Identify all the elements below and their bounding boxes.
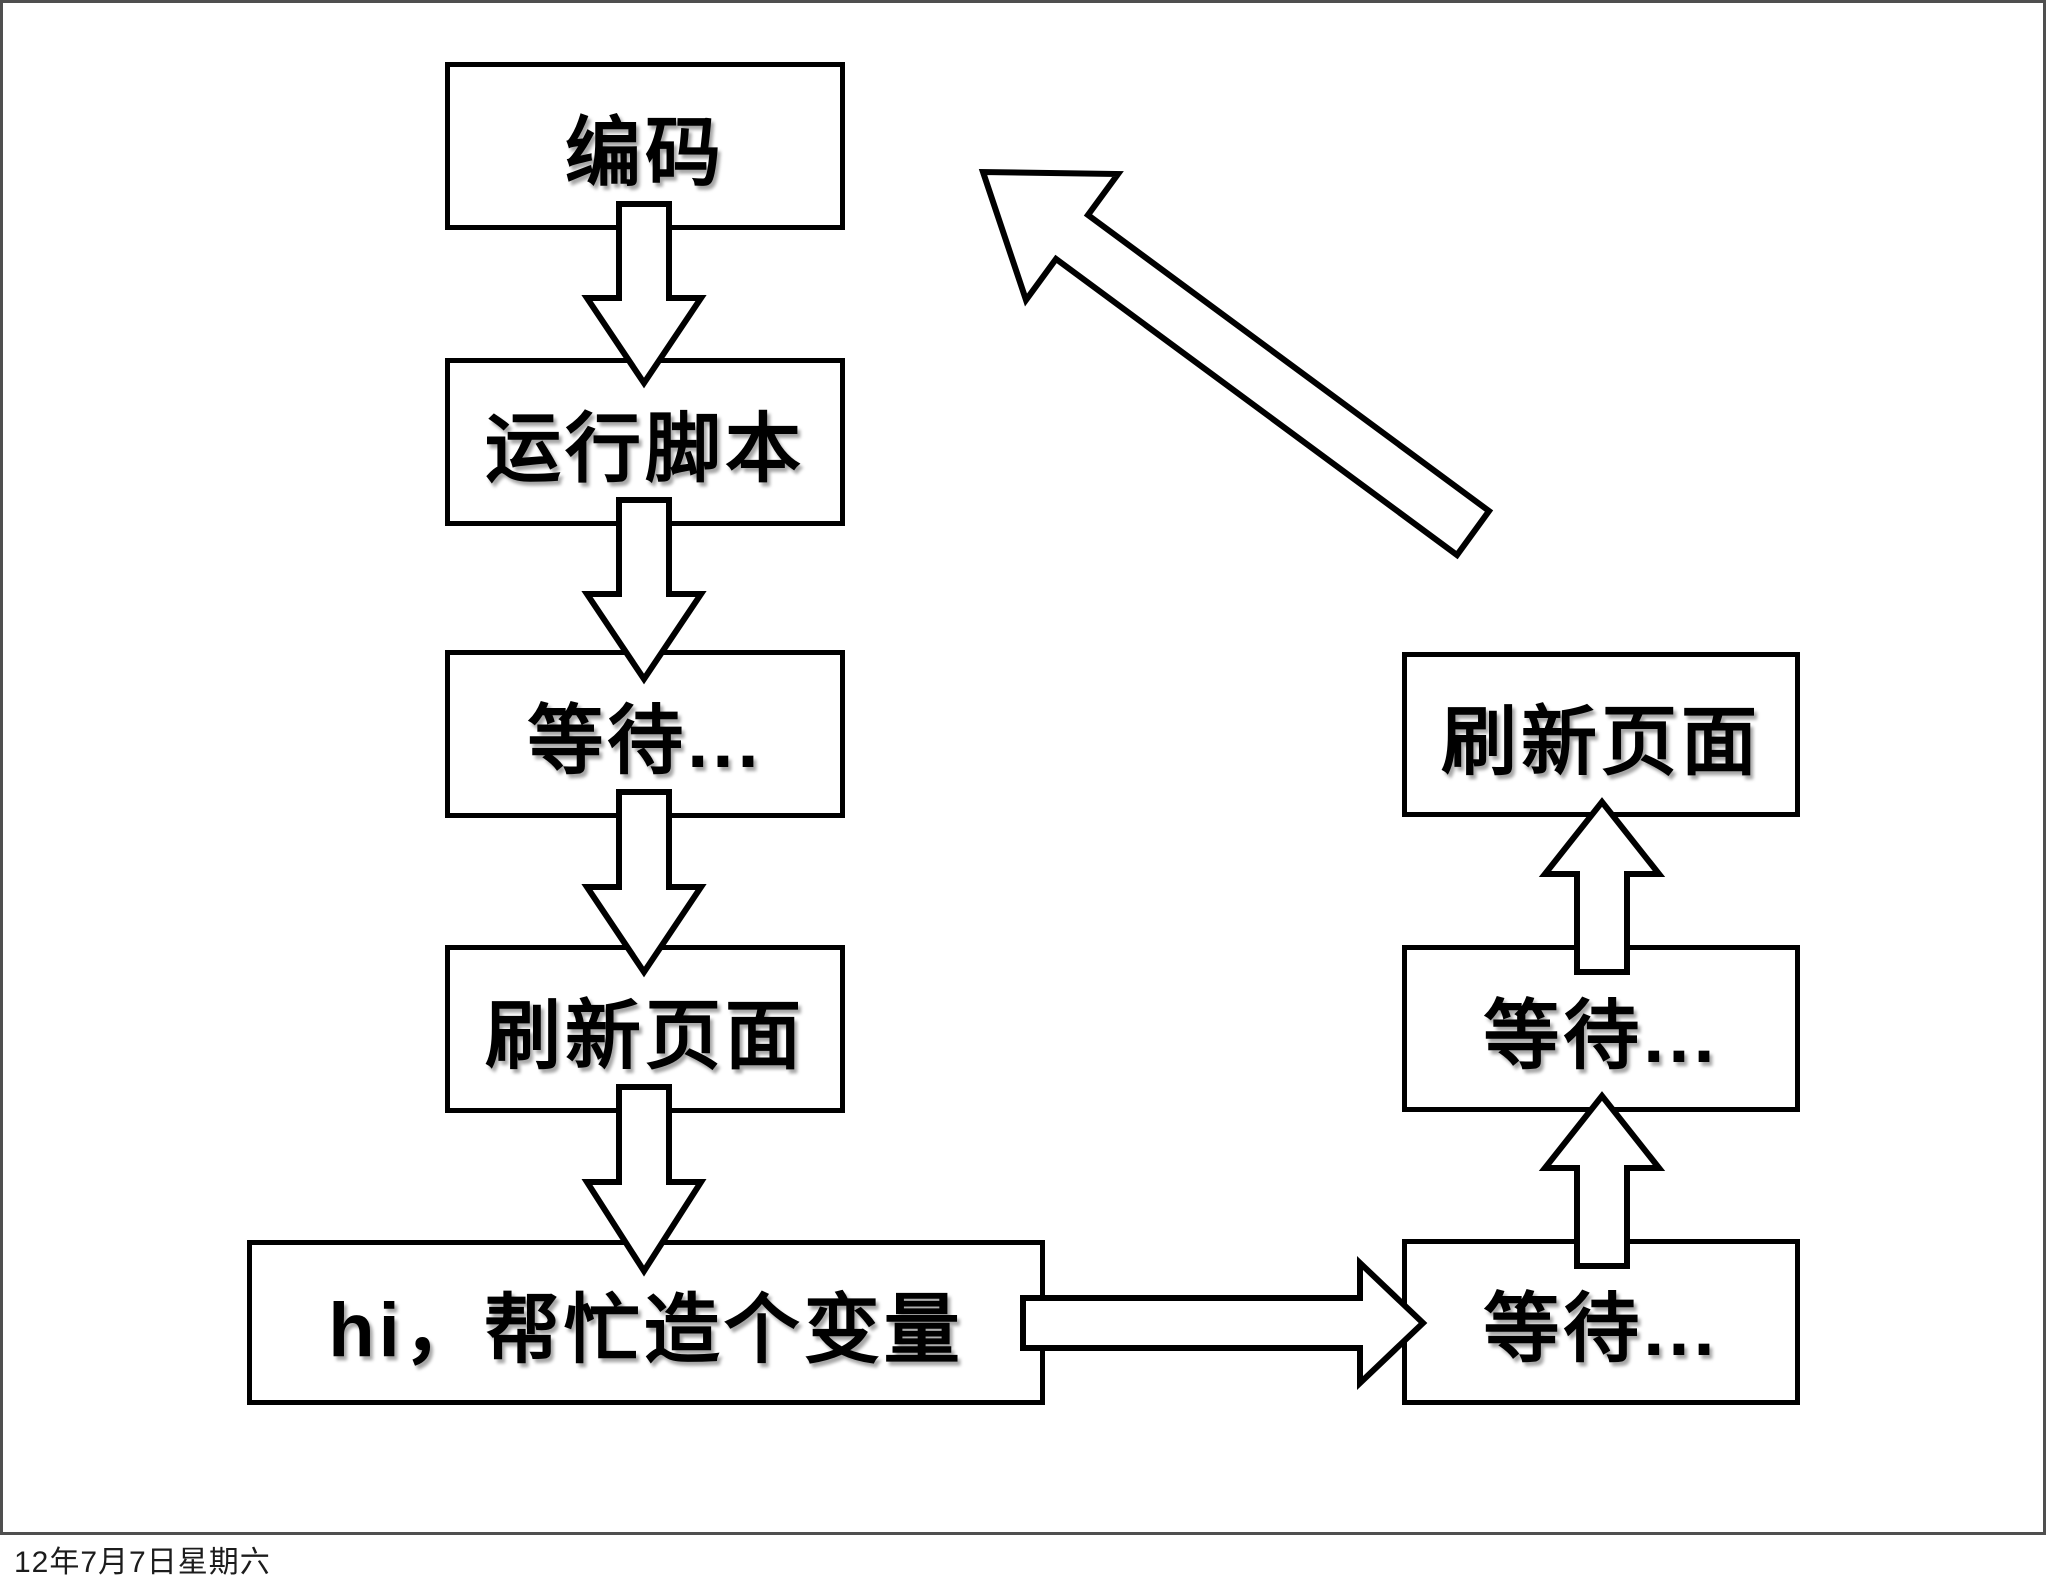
flow-box-wait-bottom-right-label: 等待... <box>1483 1287 1719 1372</box>
flow-box-refresh-left-label: 刷新页面 <box>485 994 805 1079</box>
flow-box-refresh-right: 刷新页面 <box>1402 652 1800 817</box>
flow-box-code-label: 编码 <box>565 111 725 196</box>
flow-box-wait-left: 等待... <box>445 650 845 818</box>
flow-box-wait-bottom-right: 等待... <box>1402 1239 1800 1405</box>
flow-box-request-variable: hi，帮忙造个变量 <box>247 1240 1045 1405</box>
flow-box-run-script-label: 运行脚本 <box>485 407 805 492</box>
flow-box-refresh-right-label: 刷新页面 <box>1441 699 1761 785</box>
flow-box-wait-middle-right-label: 等待... <box>1483 993 1719 1079</box>
flow-box-refresh-left: 刷新页面 <box>445 945 845 1113</box>
flow-box-run-script: 运行脚本 <box>445 358 845 526</box>
flow-box-wait-middle-right: 等待... <box>1402 945 1800 1112</box>
flow-box-code: 编码 <box>445 62 845 230</box>
flow-box-wait-left-label: 等待... <box>527 699 763 784</box>
flow-box-request-variable-label: hi，帮忙造个变量 <box>328 1287 964 1373</box>
date-stamp: 12年7月7日星期六 <box>14 1546 271 1576</box>
